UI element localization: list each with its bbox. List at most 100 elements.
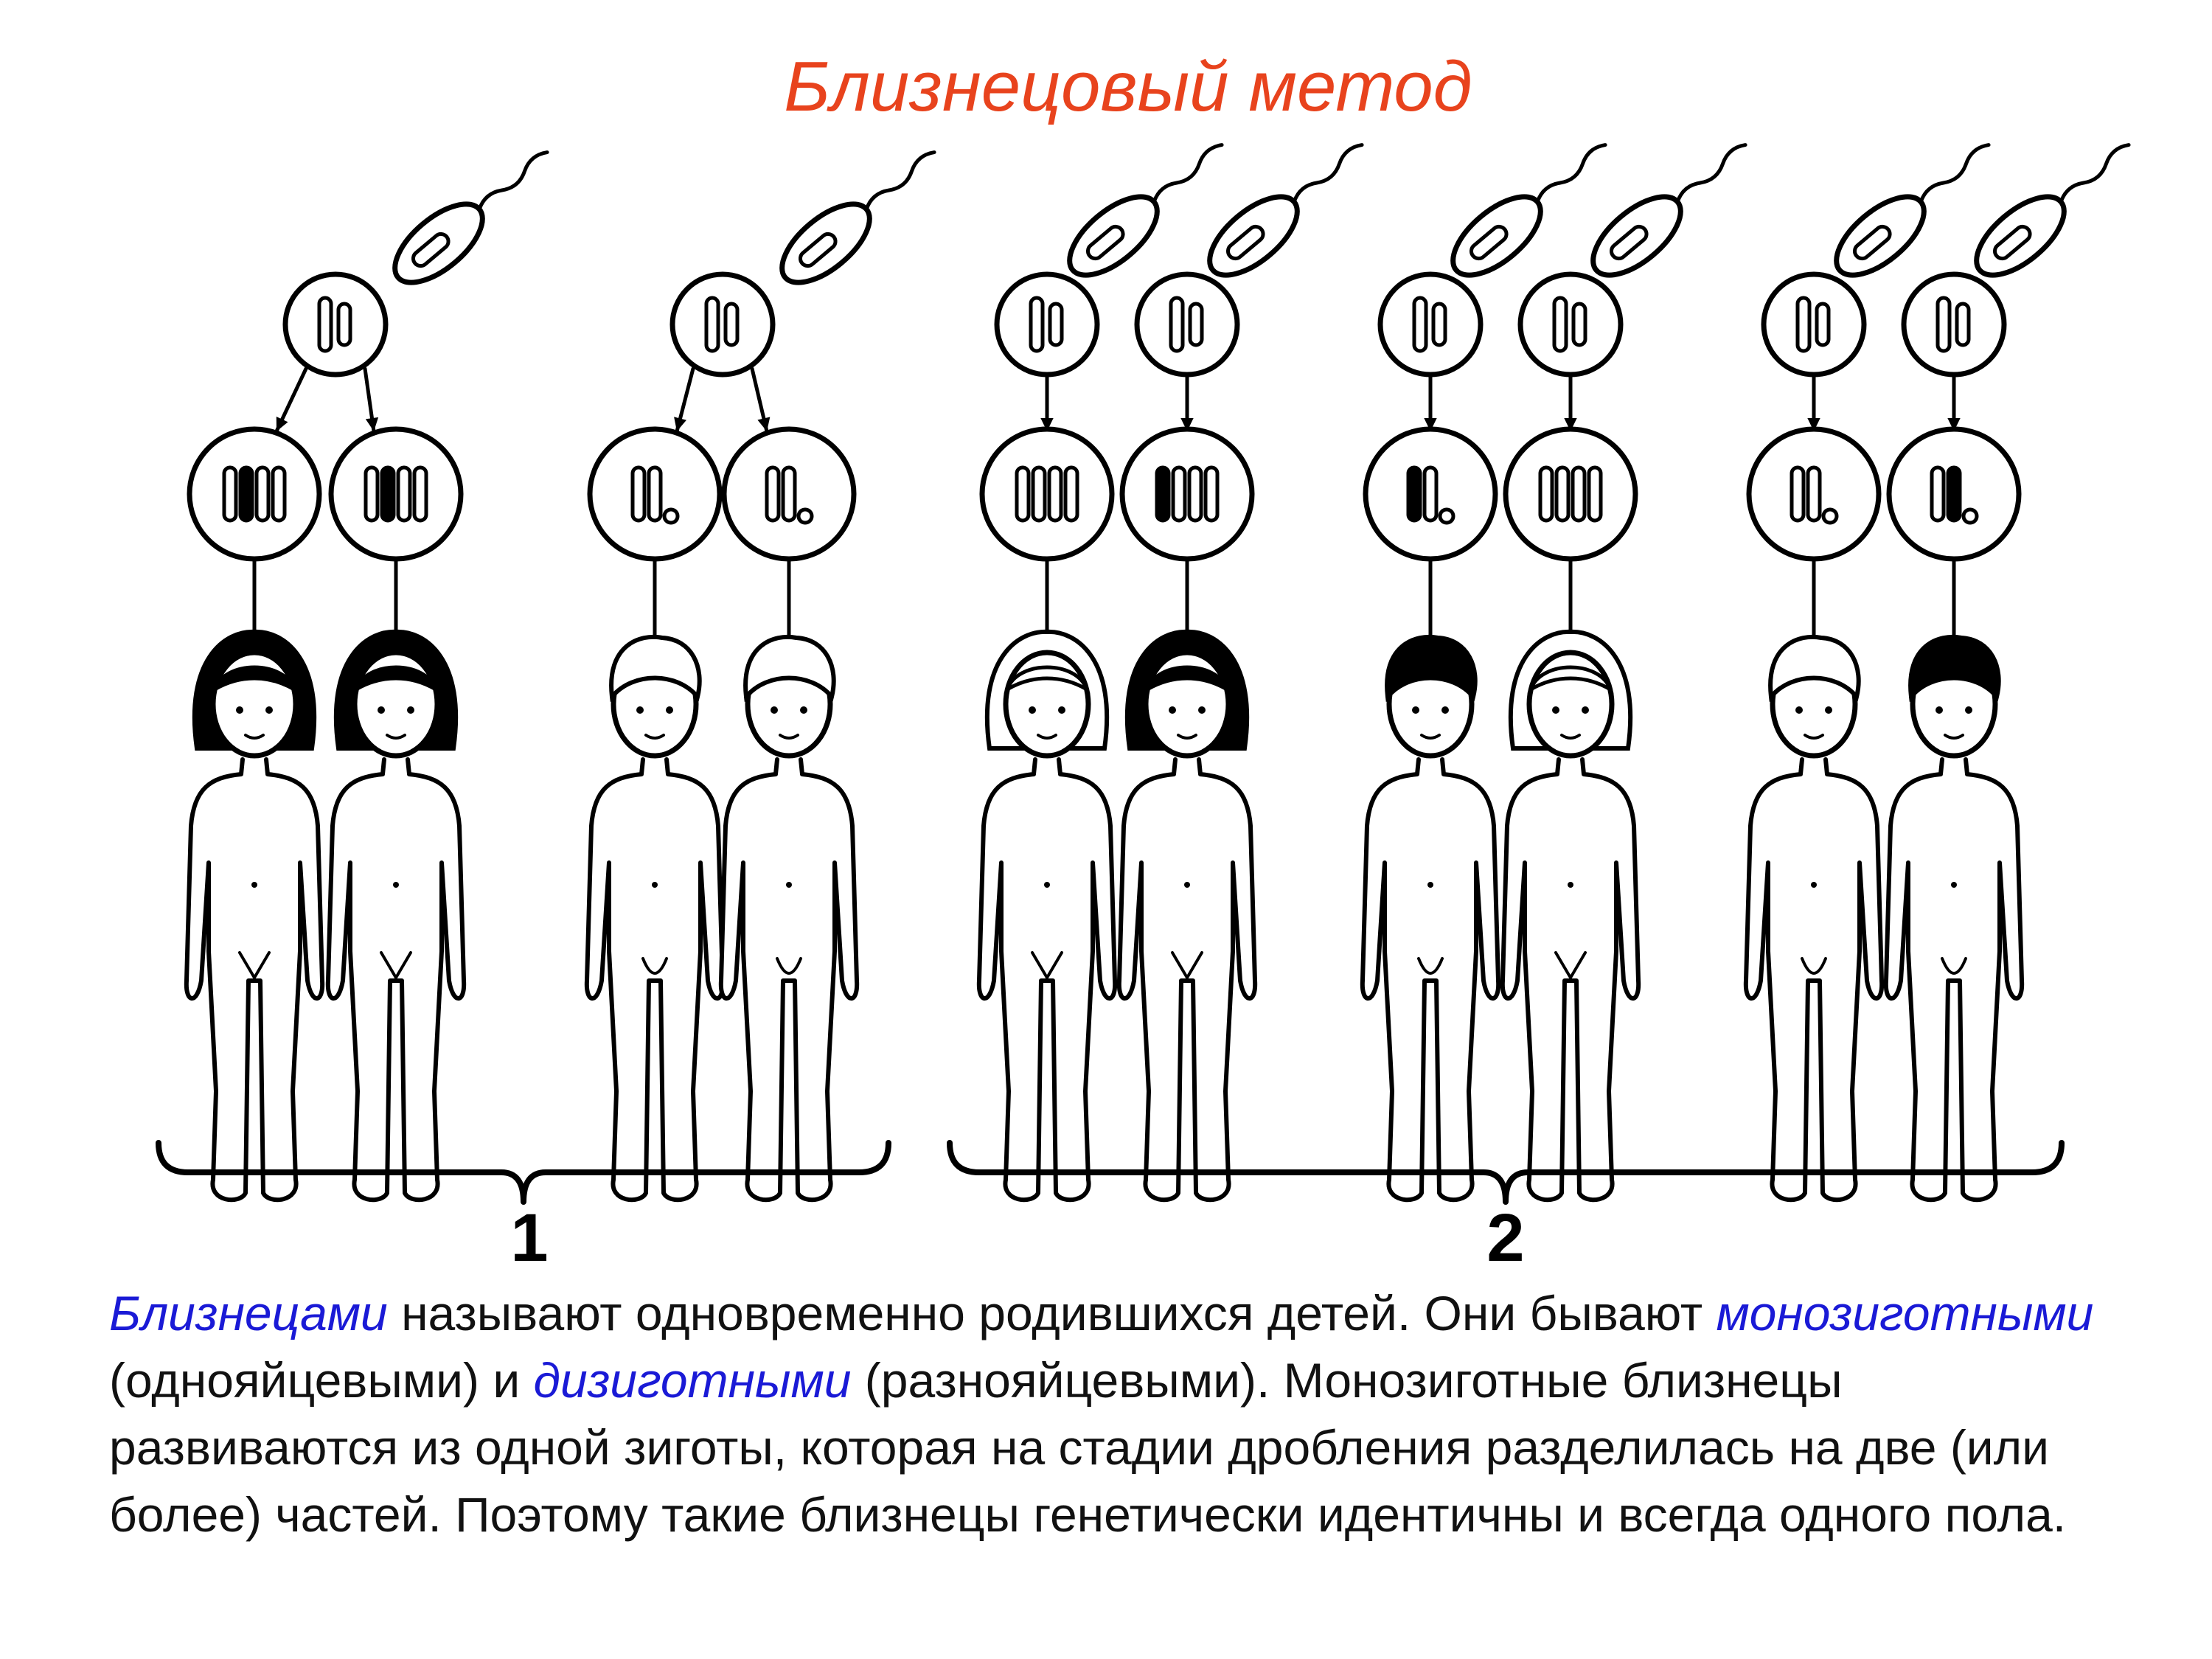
eye xyxy=(236,706,243,714)
sperm-tail xyxy=(863,149,937,212)
chromosome xyxy=(1157,467,1169,521)
caption-text-1: называют одновременно родившихся детей. … xyxy=(388,1286,1717,1340)
body xyxy=(721,759,857,1200)
zygote-cell xyxy=(1889,429,2019,559)
chromosome xyxy=(1173,467,1185,521)
zygote-cell xyxy=(1506,429,1635,559)
navel xyxy=(251,882,257,888)
chromosome xyxy=(1408,467,1420,521)
chromosome xyxy=(1206,467,1217,521)
body xyxy=(1746,759,1882,1200)
chromosome-small xyxy=(1964,509,1977,523)
body xyxy=(328,759,464,1200)
egg-membrane xyxy=(1137,274,1237,375)
chromosome xyxy=(1798,298,1809,351)
chromosome xyxy=(1065,467,1077,521)
chromosome xyxy=(1932,467,1944,521)
page-title: Близнецовый метод xyxy=(0,46,2212,128)
zygote-cell xyxy=(331,429,461,559)
eye xyxy=(666,706,673,714)
egg-cell xyxy=(1380,274,1481,375)
sperm-cell xyxy=(382,133,563,297)
zygote-cell xyxy=(724,429,854,559)
zygote-membrane xyxy=(982,429,1112,559)
girl-figure xyxy=(1503,632,1638,1200)
chromosome xyxy=(257,467,268,521)
chromosome xyxy=(767,467,779,521)
eye xyxy=(1935,706,1943,714)
sperm-cell xyxy=(1580,126,1761,290)
chromosome-small xyxy=(799,509,812,523)
eye xyxy=(1029,706,1036,714)
chromosome xyxy=(273,467,285,521)
girl-figure xyxy=(328,632,464,1200)
sperm-cell xyxy=(1964,126,2145,290)
chromosome xyxy=(633,467,644,521)
egg-cell xyxy=(1904,274,2004,375)
group-label-di: 2 xyxy=(1486,1200,1524,1276)
eye xyxy=(1058,706,1065,714)
chromosome xyxy=(1957,304,1969,345)
chromosome xyxy=(382,467,394,521)
zygote-membrane xyxy=(189,429,319,559)
girl-figure xyxy=(979,632,1115,1200)
chromosome xyxy=(1414,298,1426,351)
chromosome xyxy=(726,304,737,345)
eye xyxy=(636,706,644,714)
caption-paragraph: Близнецами называют одновременно родивши… xyxy=(109,1280,2144,1548)
term-monozygotic: монозиготными xyxy=(1716,1286,2093,1340)
egg-membrane xyxy=(997,274,1097,375)
chromosome xyxy=(1540,467,1552,521)
girl-figure xyxy=(1119,632,1255,1200)
chromosome xyxy=(1573,304,1585,345)
sperm-tail xyxy=(476,149,550,212)
chromosome-small xyxy=(664,509,678,523)
zygote-cell xyxy=(1749,429,1879,559)
sperm-tail xyxy=(1291,142,1365,205)
chromosome xyxy=(1017,467,1029,521)
body xyxy=(979,759,1115,1200)
chromosome xyxy=(1948,467,1960,521)
egg-cell xyxy=(997,274,1097,375)
chromosome xyxy=(240,467,252,521)
eye xyxy=(378,706,385,714)
boy-figure xyxy=(1746,637,1882,1200)
term-twins: Близнецами xyxy=(109,1286,388,1340)
sperm-cell xyxy=(1197,126,1378,290)
chromosome-small xyxy=(1440,509,1453,523)
chromosome xyxy=(1425,467,1436,521)
navel xyxy=(786,882,792,888)
zygote-membrane xyxy=(1506,429,1635,559)
chromosome xyxy=(1817,304,1829,345)
zygote-cell xyxy=(590,429,720,559)
chromosome xyxy=(1189,467,1201,521)
brace-di xyxy=(950,1143,2062,1202)
chromosome xyxy=(1433,304,1445,345)
navel xyxy=(1184,882,1190,888)
zygote-cell xyxy=(189,429,319,559)
navel xyxy=(1811,882,1817,888)
zygote-membrane xyxy=(1122,429,1252,559)
zygote-membrane xyxy=(331,429,461,559)
sperm-tail xyxy=(1674,142,1748,205)
egg-cell xyxy=(1764,274,1864,375)
chromosome xyxy=(1050,304,1062,345)
boy-figure xyxy=(1363,637,1498,1200)
chromosome xyxy=(1589,467,1601,521)
chromosome xyxy=(338,304,350,345)
chromosome xyxy=(1792,467,1804,521)
chromosome xyxy=(366,467,378,521)
egg-cell xyxy=(285,274,386,375)
chromosome xyxy=(1049,467,1061,521)
chromosome xyxy=(1938,298,1950,351)
body xyxy=(587,759,723,1200)
chromosome xyxy=(398,467,410,521)
chromosome xyxy=(1554,298,1566,351)
egg-membrane xyxy=(1380,274,1481,375)
navel xyxy=(393,882,399,888)
chromosome xyxy=(1031,298,1043,351)
egg-membrane xyxy=(285,274,386,375)
body xyxy=(1119,759,1255,1200)
sperm-tail xyxy=(1918,142,1992,205)
body xyxy=(1886,759,2022,1200)
